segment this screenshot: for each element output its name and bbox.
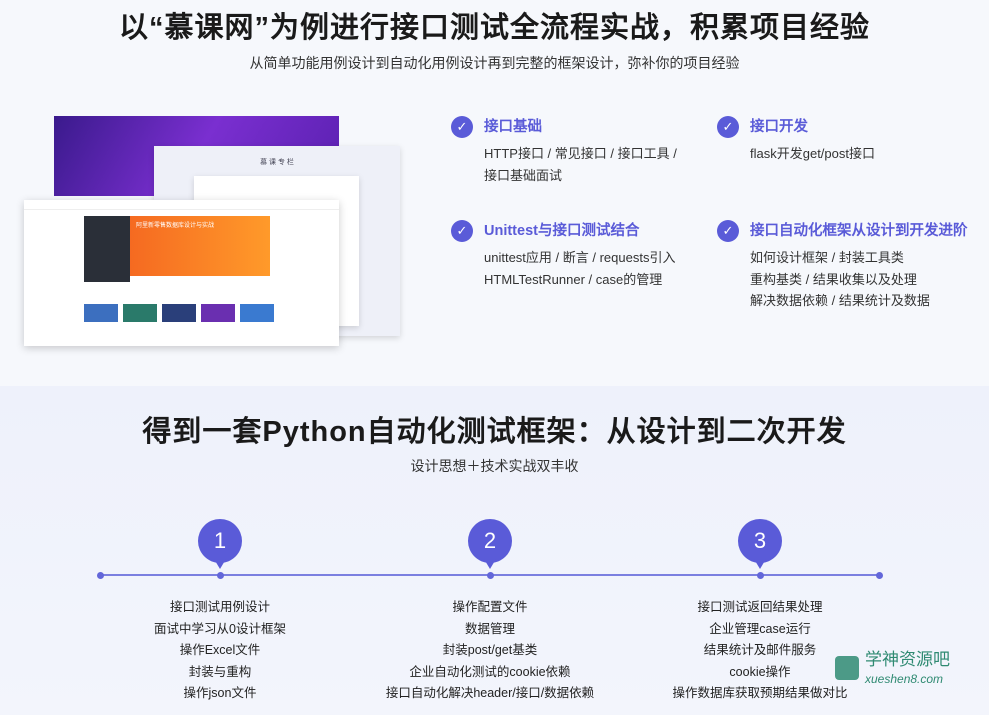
section1-title: 以“慕课网”为例进行接口测试全流程实战，积累项目经验 (118, 12, 870, 44)
feature-title: 接口基础 (484, 119, 542, 135)
section2-title: 得到一套Python自动化测试框架：从设计到二次开发 (142, 416, 847, 448)
section2-subtitle: 设计思想＋技术实战双丰收 (410, 458, 579, 474)
watermark-url: xueshen8.com (865, 672, 944, 686)
feature-title: Unittest与接口测试结合 (484, 223, 640, 239)
feature-title: 接口开发 (750, 119, 808, 135)
step-1-list: 接口测试用例设计面试中学习从0设计框架操作Excel文件封装与重构操作json文… (154, 600, 286, 701)
watermark-name: 学神资源吧 (865, 650, 950, 669)
website-preview-image: 慕 课 专 栏 阿里新零售数据库设计与实战 (24, 116, 400, 348)
step-marker-2: 2 (468, 519, 512, 569)
check-icon: ✓ (717, 116, 739, 138)
check-icon: ✓ (451, 220, 473, 242)
timeline-dot (487, 572, 494, 579)
feature-desc: flask开发get/post接口 (750, 146, 875, 161)
timeline-dot (217, 572, 224, 579)
timeline-dot (97, 572, 104, 579)
check-icon: ✓ (451, 116, 473, 138)
mock-section-label: 慕 课 专 栏 (260, 159, 294, 166)
step-2-list: 操作配置文件数据管理封装post/get基类企业自动化测试的cookie依赖接口… (385, 600, 595, 701)
book-logo-icon (835, 656, 859, 680)
step-marker-3: 3 (738, 519, 782, 569)
watermark: 学神资源吧 xueshen8.com (835, 650, 985, 690)
step-marker-1: 1 (198, 519, 242, 569)
section1-subtitle: 从简单功能用例设计到自动化用例设计再到完整的框架设计，弥补你的项目经验 (249, 55, 740, 71)
feature-desc: HTTP接口 / 常见接口 / 接口工具 /接口基础面试 (484, 146, 677, 183)
check-icon: ✓ (717, 220, 739, 242)
timeline-dot (876, 572, 883, 579)
feature-title: 接口自动化框架从设计到开发进阶 (750, 223, 968, 239)
mock-banner-title: 阿里新零售数据库设计与实战 (136, 223, 215, 229)
timeline-dot (757, 572, 764, 579)
feature-desc: 如何设计框架 / 封装工具类重构基类 / 结果收集以及处理解决数据依赖 / 结果… (750, 250, 930, 308)
